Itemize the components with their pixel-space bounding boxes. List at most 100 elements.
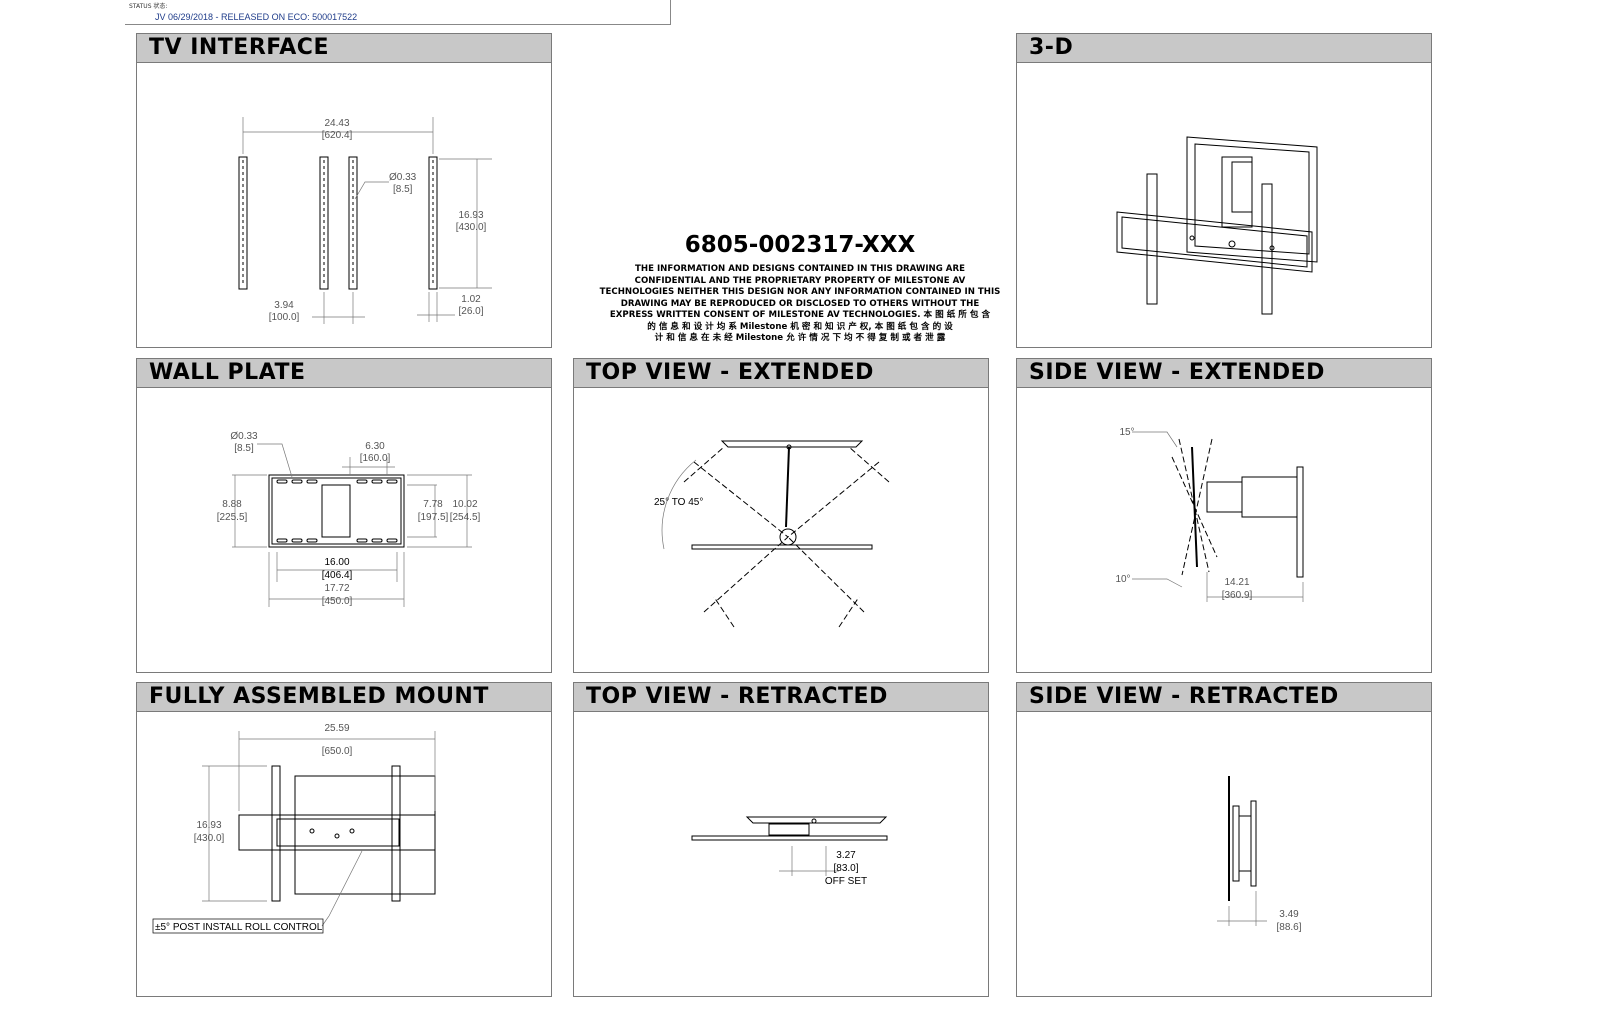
assembled-wall-plate [238, 814, 436, 851]
panel-header: WALL PLATE [137, 359, 551, 388]
tv-top-profile [720, 440, 864, 448]
tv-hole-mm: [8.5] [393, 184, 413, 195]
wall-slot-dim: 6.30 [365, 441, 385, 452]
3d-wall-plate [1116, 211, 1313, 273]
wall-inner-dim: 7.78 [423, 499, 443, 510]
roll-control-note: ±5° POST INSTALL ROLL CONTROL [155, 922, 323, 933]
notice-line: 计 和 信 息 在 未 经 Milestone 允 许 情 况 下 均 不 得 … [654, 333, 946, 343]
wall-width-mm: [450.0] [322, 596, 353, 607]
panel-header: TOP VIEW - RETRACTED [574, 683, 988, 712]
3d-rail-right [1261, 183, 1273, 315]
tv-rail-mm: [26.0] [458, 306, 483, 317]
status-value: JV 06/29/2018 - RELEASED ON ECO: 5000175… [155, 12, 358, 22]
panel-header: FULLY ASSEMBLED MOUNT [137, 683, 551, 712]
retracted-offset-mm: [83.0] [833, 863, 858, 874]
panel-header: TV INTERFACE [137, 34, 551, 63]
wall-plate-center-slot [321, 484, 351, 538]
panel-title: FULLY ASSEMBLED MOUNT [149, 684, 489, 709]
side-ext-depth: 14.21 [1224, 577, 1249, 588]
wall-hole-mm: [8.5] [234, 443, 254, 454]
panel-title: TOP VIEW - EXTENDED [586, 360, 874, 385]
panel-side-view-retracted: SIDE VIEW - RETRACTED 3.49 [88.6] [1016, 682, 1432, 997]
top-ext-angle: 25° TO 45° [654, 497, 703, 508]
tv-rail-center-right [348, 156, 358, 290]
panel-header: SIDE VIEW - RETRACTED [1017, 683, 1431, 712]
side-ext-tilt-up: 15° [1119, 427, 1134, 438]
assembled-height-mm: [430.0] [194, 833, 225, 844]
tv-width-dim: 24.43 [324, 118, 349, 129]
wall-hole-dim: Ø0.33 [230, 431, 258, 442]
3d-tv-frame [1186, 136, 1318, 263]
status-label: STATUS 状态: [129, 3, 168, 10]
notice-line: 的 信 息 和 设 计 均 系 Milestone 机 密 和 知 识 产 权,… [647, 321, 953, 332]
assembled-width: 25.59 [324, 723, 349, 734]
panel-title: SIDE VIEW - RETRACTED [1029, 684, 1339, 709]
panel-header: SIDE VIEW - EXTENDED [1017, 359, 1431, 388]
wall-slot-mm: [160.0] [360, 453, 391, 464]
status-block: STATUS 状态: JV 06/29/2018 - RELEASED ON E… [125, 0, 671, 25]
wall-plate-profile [691, 544, 873, 550]
wall-outer-dim: 10.02 [452, 499, 477, 510]
panel-title: TV INTERFACE [149, 35, 329, 60]
side-ret-depth-mm: [88.6] [1276, 922, 1301, 933]
assembled-height: 16.93 [196, 820, 221, 831]
tv-rail-center-left [319, 156, 329, 290]
tv-spacing-mm: [100.0] [269, 312, 300, 323]
side-ext-depth-mm: [360.9] [1222, 590, 1253, 601]
panel-title: WALL PLATE [149, 360, 306, 385]
assembled-frame [294, 775, 436, 895]
panel-fully-assembled: FULLY ASSEMBLED MOUNT 25.59 [650.0] 16.9… [136, 682, 552, 997]
wall-plate-body [268, 474, 405, 548]
assembled-drawing: 25.59 [650.0] 16.93 [430.0] ±5° POST INS… [152, 723, 436, 934]
3d-drawing [1116, 136, 1318, 315]
top-retracted-drawing: 3.27 [83.0] OFF SET [691, 816, 888, 887]
wall-height-mm: [225.5] [217, 512, 248, 523]
notice-line: TECHNOLOGIES NEITHER THIS DESIGN NOR ANY… [599, 287, 1001, 297]
panel-tv-interface: TV INTERFACE 24.43 [620.4] Ø0.33 [8.5] [136, 33, 552, 348]
tv-interface-drawing: 24.43 [620.4] Ø0.33 [8.5] 16.93 [430.0] … [238, 117, 492, 324]
side-extended-drawing: 15° 10° 14.21 [360.9] [1115, 427, 1304, 602]
top-extended-drawing: 25° TO 45° [654, 440, 890, 628]
assembled-width-mm: [650.0] [322, 746, 353, 757]
assembled-rail-left [271, 765, 281, 902]
wall-inner-mm: [197.5] [418, 512, 449, 523]
wall-plate-drawing: Ø0.33 [8.5] 6.30 [160.0] 8.88 [225.5] 7.… [217, 431, 481, 607]
panel-title: TOP VIEW - RETRACTED [586, 684, 888, 709]
panel-title: 3-D [1029, 35, 1074, 60]
panel-header: TOP VIEW - EXTENDED [574, 359, 988, 388]
wall-span-dim: 16.00 [324, 557, 349, 568]
retracted-tv-profile [745, 816, 888, 824]
wall-outer-mm: [254.5] [450, 512, 481, 523]
side-arm [1241, 476, 1298, 518]
notice-line: DRAWING MAY BE REPRODUCED OR DISCLOSED T… [620, 298, 980, 309]
tv-spacing-dim: 3.94 [274, 300, 294, 311]
panel-3d: 3-D [1016, 33, 1432, 348]
side-ret-depth: 3.49 [1279, 909, 1299, 920]
panel-wall-plate: WALL PLATE Ø0.33 [8.5] 6.30 [160.0] 8.88… [136, 358, 552, 673]
part-number: 6805-002317-XXX [684, 232, 916, 258]
assembled-rail-right [391, 765, 401, 902]
3d-rail-left [1146, 173, 1158, 305]
side-ext-tilt-down: 10° [1115, 574, 1130, 585]
panel-side-view-extended: SIDE VIEW - EXTENDED 15° 10° 14.21 [360.… [1016, 358, 1432, 673]
wall-height-dim: 8.88 [222, 499, 242, 510]
notice-line: THE INFORMATION AND DESIGNS CONTAINED IN… [635, 264, 965, 274]
tv-rail-dim: 1.02 [461, 294, 481, 305]
wall-width-dim: 17.72 [324, 583, 349, 594]
side-wall-plate [1296, 466, 1304, 578]
retracted-offset-label: OFF SET [825, 876, 867, 887]
tv-width-mm: [620.4] [322, 130, 353, 141]
tv-height-dim: 16.93 [458, 210, 483, 221]
wall-span-mm: [406.4] [322, 570, 353, 581]
panel-header: 3-D [1017, 34, 1431, 63]
retracted-wall-plate [691, 835, 888, 841]
notice-line: EXPRESS WRITTEN CONSENT OF MILESTONE AV … [609, 310, 991, 320]
tv-hole-dim: Ø0.33 [389, 172, 417, 183]
title-block: 6805-002317-XXX THE INFORMATION AND DESI… [590, 232, 1010, 345]
panel-title: SIDE VIEW - EXTENDED [1029, 360, 1325, 385]
notice-line: CONFIDENTIAL AND THE PROPRIETARY PROPERT… [634, 275, 966, 286]
side-retracted-drawing: 3.49 [88.6] [1217, 776, 1302, 933]
panel-top-view-extended: TOP VIEW - EXTENDED 25° TO 45° [573, 358, 989, 673]
confidential-notice: THE INFORMATION AND DESIGNS CONTAINED IN… [590, 264, 1010, 345]
tv-height-mm: [430.0] [456, 222, 487, 233]
